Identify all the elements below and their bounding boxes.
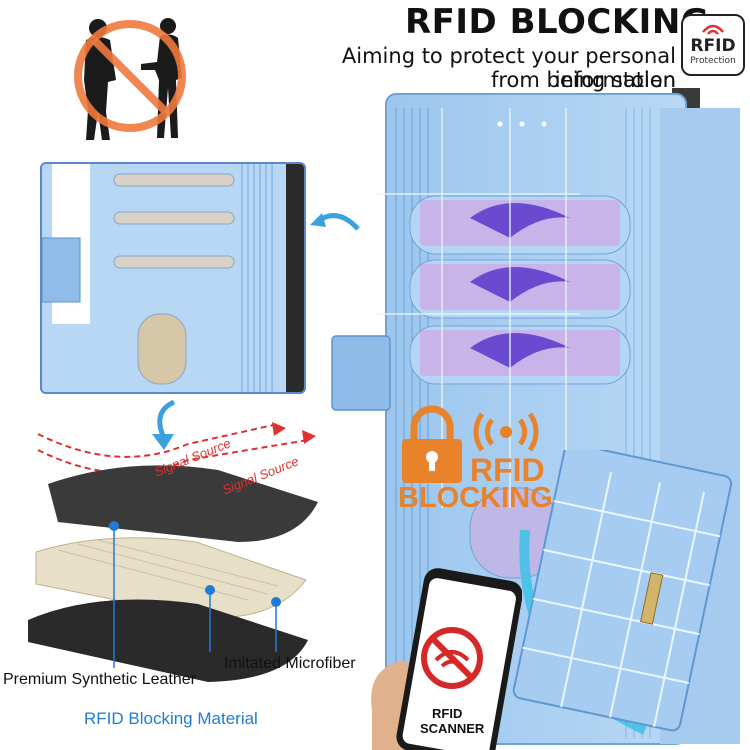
signal-arrows [37,423,309,474]
card-slots [409,195,631,385]
blocking-material-layer [28,599,308,682]
padlock-icon [402,405,462,483]
label-imitated-microfiber: Imitated Microfiber [224,655,356,672]
label-rfid-blocking-material: RFID Blocking Material [84,709,258,728]
scanner-label-line-1: RFID [432,706,463,721]
card-slot-closeup [42,164,304,392]
label-premium-leather: Premium Synthetic Leather [3,671,196,688]
material-layers-diagram [28,422,318,682]
curved-arrow-left-icon [310,213,360,231]
rfid-protection-badge: RFID Protection [681,14,745,76]
wireless-signal-icon [473,412,539,452]
blocking-overlay-text: BLOCKING [398,482,553,514]
curved-arrow-down-icon [152,399,176,450]
phone-scanner-photo [371,568,522,750]
no-wifi-icon [421,627,483,689]
prohibited-icon [74,20,186,132]
rfid-mesh-window [137,313,187,385]
leather-layer [48,465,318,542]
card-slot-closeup-panel [40,162,306,394]
subtitle-line-1: Aiming to protect your personal informat… [341,44,676,92]
closed-case-photo [512,450,733,735]
card-slot-rows [113,173,235,269]
wifi-signal-icon [702,24,724,35]
subtitle-line-2: from being stolen [490,68,676,92]
gold-buckle [640,572,664,625]
page-title: RFID BLOCKING [405,2,710,42]
magnetic-clasp [331,335,391,411]
thief-illustration [74,18,186,140]
scanner-label-line-2: SCANNER [420,721,485,736]
rfid-overlay-text: RFID [470,452,545,488]
badge-protection-text: Protection [690,56,736,66]
badge-rfid-text: RFID [690,36,736,56]
